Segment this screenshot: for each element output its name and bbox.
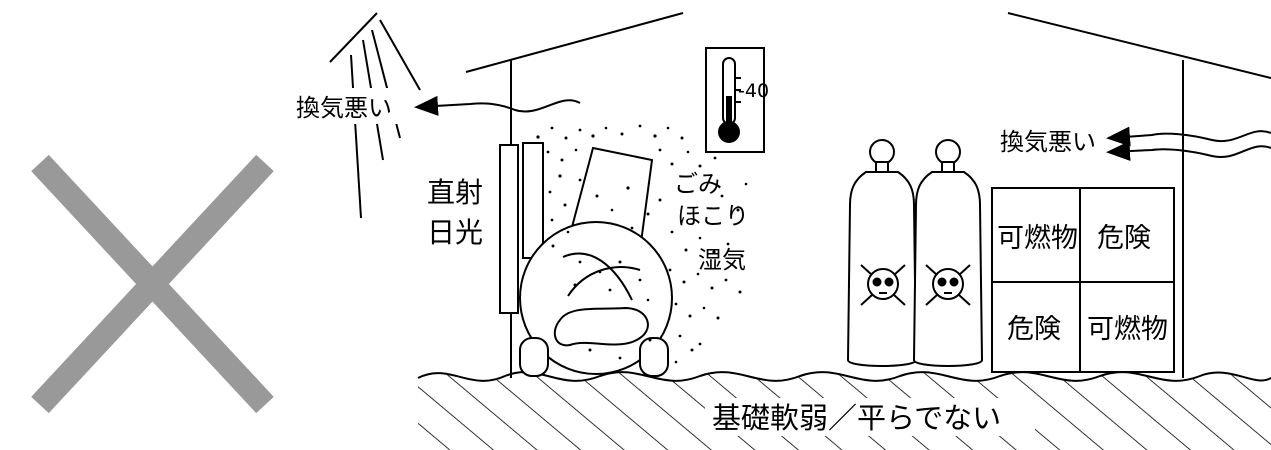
box-label-flammable: 可燃物 <box>997 223 1078 254</box>
sunlight-label-line2: 日光 <box>427 216 483 249</box>
box-label-danger: 危険 <box>1097 223 1151 254</box>
ground-label: 基礎軟弱／平らでない <box>712 401 1001 435</box>
box-label-danger: 危険 <box>1007 314 1061 345</box>
ventilation-left-label: 換気悪い <box>296 94 392 122</box>
dust-label-line1: ごみ <box>674 170 722 198</box>
ventilation-right-label: 換気悪い <box>1000 128 1096 156</box>
skull-crossbones-icon <box>925 264 971 306</box>
sun-rays-icon <box>329 12 421 219</box>
hazard-boxes <box>991 187 1175 373</box>
wind-arrow-icon <box>414 95 581 116</box>
dust-label-line2: ほこり <box>677 202 749 230</box>
wind-arrow-icon <box>1106 126 1271 162</box>
machine-drum <box>499 142 673 377</box>
prohibited-cross-icon <box>31 154 274 414</box>
thermometer-icon <box>705 47 765 153</box>
skull-crossbones-icon <box>860 264 906 306</box>
box-label-flammable: 可燃物 <box>1087 314 1168 345</box>
gas-cylinder-icon <box>846 139 984 367</box>
dust-particles <box>536 124 748 364</box>
dust-label-line3: 湿気 <box>698 246 746 274</box>
ground-hatched <box>417 371 1271 450</box>
sunlight-label-line1: 直射 <box>427 176 483 209</box>
thermometer-reading: -40 <box>738 80 769 102</box>
